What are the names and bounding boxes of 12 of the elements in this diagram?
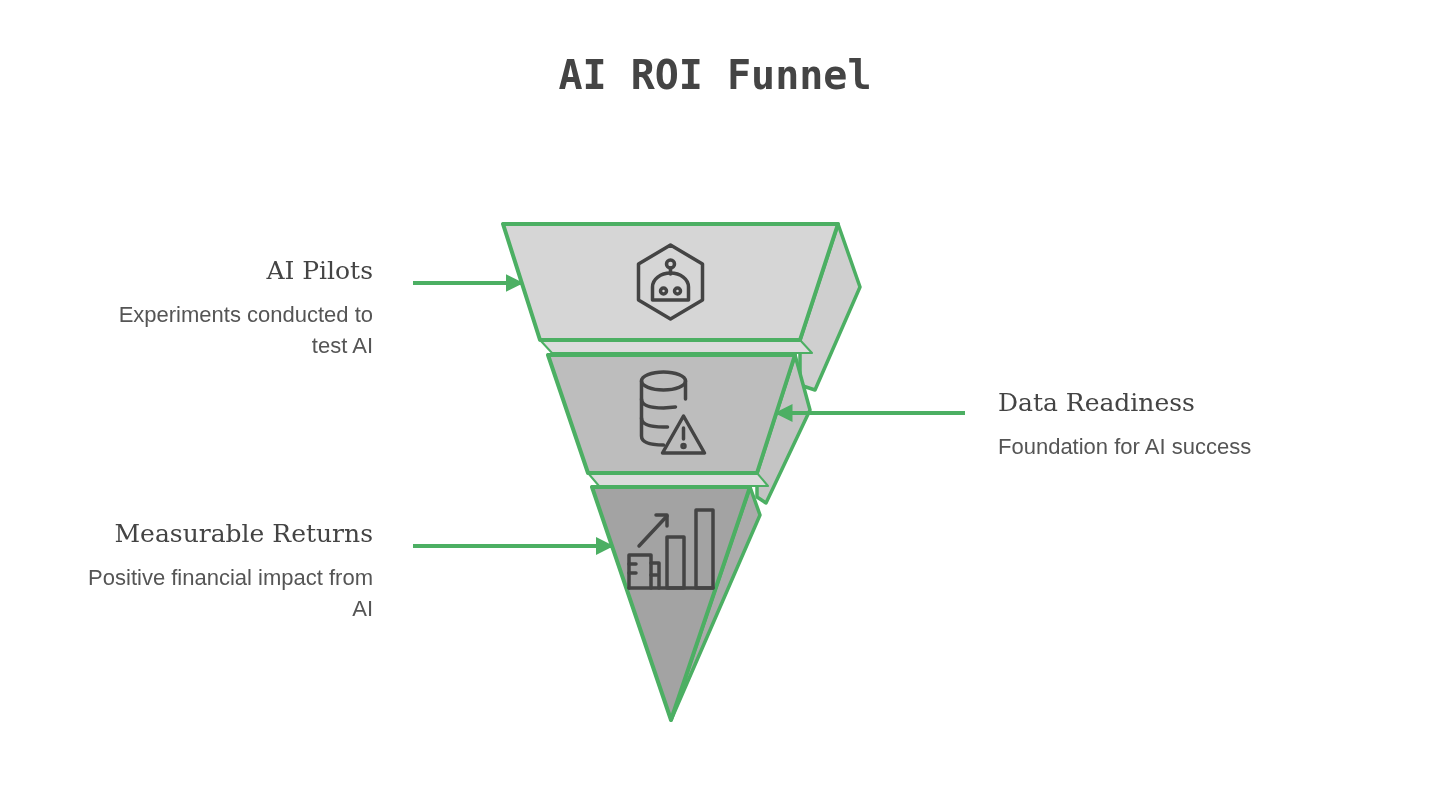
funnel-tip <box>590 485 762 722</box>
arrow <box>413 537 614 555</box>
stage-heading: AI Pilots <box>266 256 373 285</box>
stage-description: Positive financial impact from AI <box>87 564 373 623</box>
stage-description: Foundation for AI success <box>998 433 1252 461</box>
diagram-title: AI ROI Funnel <box>557 52 873 98</box>
funnel-segment <box>501 222 862 392</box>
stage-heading: Measurable Returns <box>114 519 373 548</box>
funnel-segment <box>546 353 812 505</box>
arrow <box>413 274 524 292</box>
stage-heading: Data Readiness <box>998 388 1195 417</box>
stage-description: Experiments conducted to test AI <box>117 301 373 360</box>
